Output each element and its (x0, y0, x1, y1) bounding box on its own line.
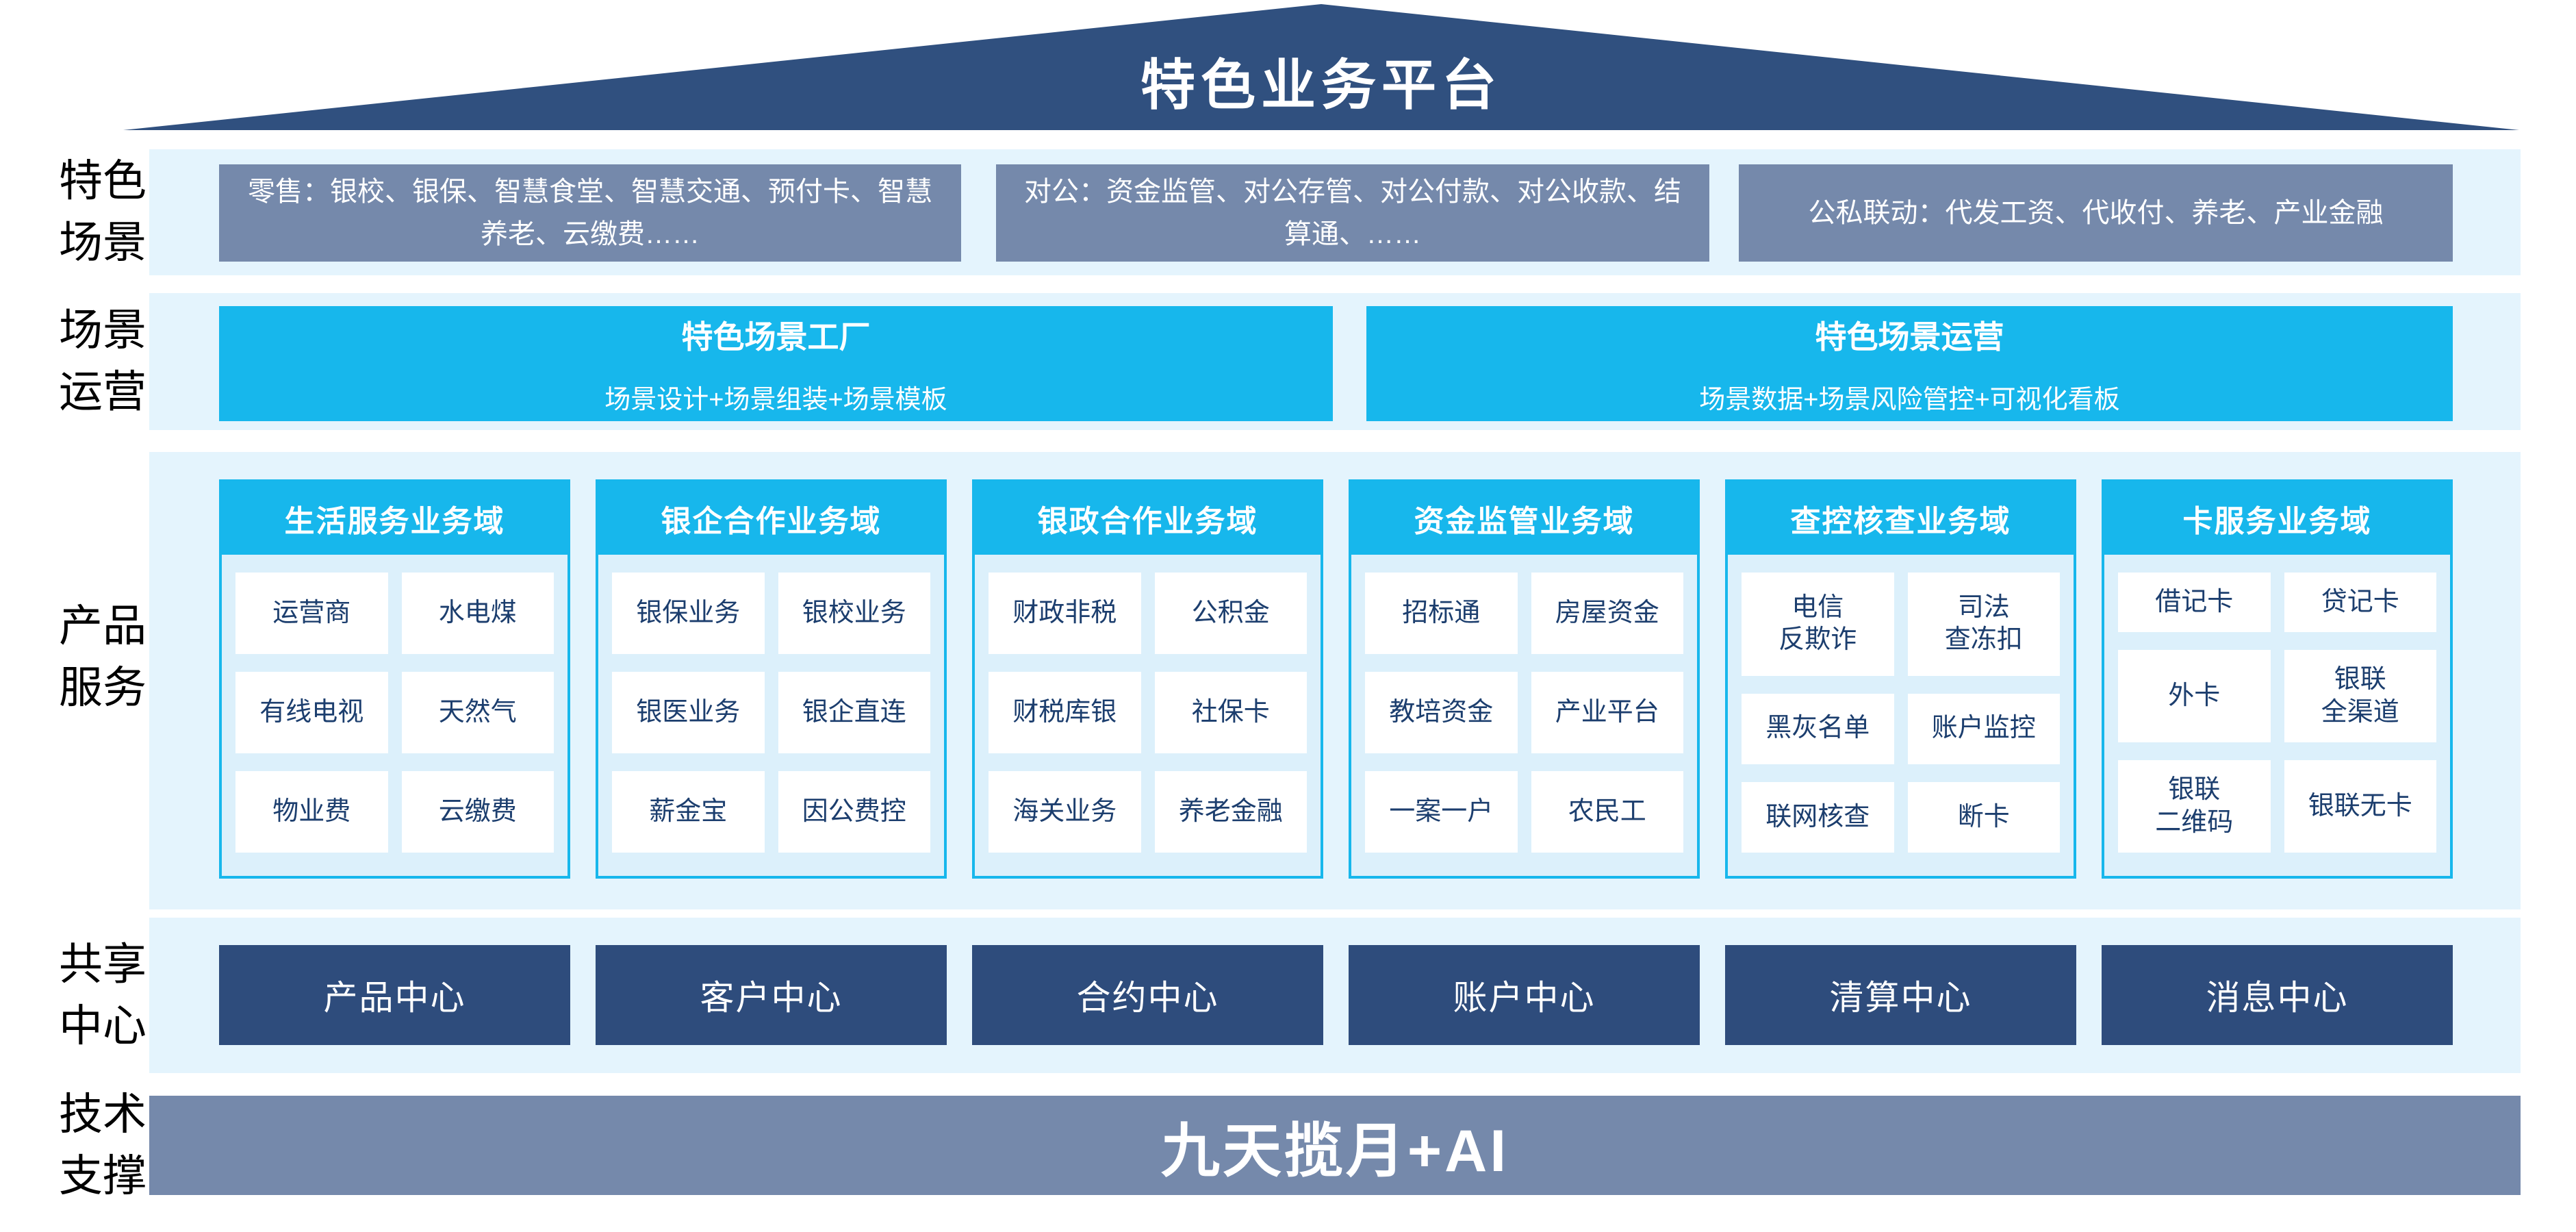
domain-bank-government: 银政合作业务域 财政非税 公积金 财税库银 社保卡 海关业务 养老金融 (972, 479, 1323, 879)
product-item: 账户监控 (1907, 693, 2060, 764)
center-customer: 客户中心 (596, 945, 947, 1045)
scene-box-retail: 零售：银校、银保、智慧食堂、智慧交通、预付卡、智慧养老、云缴费…… (219, 164, 961, 262)
row-label-tech: 技术 支撑 (59, 1089, 146, 1200)
scene-box-corporate: 对公：资金监管、对公存管、对公付款、对公收款、结算通、…… (996, 164, 1709, 262)
center-product: 产品中心 (219, 945, 570, 1045)
row-label-scene: 特色 场景 (59, 156, 146, 267)
domain-body: 借记卡 贷记卡 外卡 银联 全渠道 银联 二维码 银联无卡 (2104, 555, 2450, 876)
product-item: 银联 全渠道 (2284, 650, 2436, 743)
centers-band: 产品中心 客户中心 合约中心 账户中心 清算中心 消息中心 (149, 918, 2521, 1073)
product-item: 公积金 (1154, 573, 1307, 654)
product-item: 海关业务 (989, 771, 1141, 853)
domain-title: 卡服务业务域 (2104, 482, 2450, 555)
product-item: 一案一户 (1365, 771, 1518, 853)
scene-band: 零售：银校、银保、智慧食堂、智慧交通、预付卡、智慧养老、云缴费…… 对公：资金监… (149, 149, 2521, 275)
product-item: 黑灰名单 (1742, 693, 1894, 764)
product-item: 借记卡 (2118, 573, 2271, 633)
product-item: 银保业务 (612, 573, 765, 654)
domain-bank-enterprise: 银企合作业务域 银保业务 银校业务 银医业务 银企直连 薪金宝 因公费控 (596, 479, 947, 879)
domain-card-services: 卡服务业务域 借记卡 贷记卡 外卡 银联 全渠道 银联 二维码 银联无卡 (2102, 479, 2453, 879)
center-clearing: 清算中心 (1725, 945, 2076, 1045)
page-title: 特色业务平台 (1140, 55, 1502, 116)
product-item: 薪金宝 (612, 771, 765, 853)
product-item: 农民工 (1531, 771, 1683, 853)
product-item: 银医业务 (612, 672, 765, 753)
product-item: 水电煤 (401, 573, 554, 654)
domain-title: 银政合作业务域 (975, 482, 1321, 555)
product-item: 因公费控 (778, 771, 930, 853)
domain-title: 查控核查业务域 (1728, 482, 2074, 555)
op-box-scene-factory: 特色场景工厂 场景设计+场景组装+场景模板 (219, 306, 1333, 421)
product-item: 贷记卡 (2284, 573, 2436, 633)
product-item: 物业费 (235, 771, 388, 853)
op-box-scene-operation: 特色场景运营 场景数据+场景风险管控+可视化看板 (1366, 306, 2453, 421)
row-label-operation: 场景 运营 (59, 305, 146, 416)
op-box-subtitle: 场景设计+场景组装+场景模板 (604, 385, 947, 414)
product-item: 天然气 (401, 672, 554, 753)
product-item: 司法 查冻扣 (1907, 573, 2060, 676)
domain-fund-supervision: 资金监管业务域 招标通 房屋资金 教培资金 产业平台 一案一户 农民工 (1349, 479, 1700, 879)
product-item: 银企直连 (778, 672, 930, 753)
platform-roof: 特色业务平台 (123, 4, 2519, 130)
domain-body: 运营商 水电煤 有线电视 天然气 物业费 云缴费 (222, 555, 568, 876)
product-item: 财政非税 (989, 573, 1141, 654)
product-item: 有线电视 (235, 672, 388, 753)
product-item: 云缴费 (401, 771, 554, 853)
products-band: 生活服务业务域 运营商 水电煤 有线电视 天然气 物业费 云缴费 银企合作业务域… (149, 452, 2521, 909)
center-message: 消息中心 (2102, 945, 2453, 1045)
center-contract: 合约中心 (972, 945, 1323, 1045)
product-item: 养老金融 (1154, 771, 1307, 853)
op-box-subtitle: 场景数据+场景风险管控+可视化看板 (1699, 385, 2120, 414)
scene-box-public-private: 公私联动：代发工资、代收付、养老、产业金融 (1739, 164, 2453, 262)
domain-body: 财政非税 公积金 财税库银 社保卡 海关业务 养老金融 (975, 555, 1321, 876)
domain-title: 生活服务业务域 (222, 482, 568, 555)
tech-support-bar: 九天揽月+AI (149, 1096, 2521, 1195)
domain-title: 资金监管业务域 (1351, 482, 1697, 555)
domain-inspection-verification: 查控核查业务域 电信 反欺诈 司法 查冻扣 黑灰名单 账户监控 联网核查 断卡 (1725, 479, 2076, 879)
product-item: 房屋资金 (1531, 573, 1683, 654)
op-box-title: 特色场景工厂 (681, 318, 871, 355)
row-label-centers: 共享 中心 (59, 939, 146, 1051)
product-item: 断卡 (1907, 781, 2060, 853)
domain-body: 招标通 房屋资金 教培资金 产业平台 一案一户 农民工 (1351, 555, 1697, 876)
product-item: 电信 反欺诈 (1742, 573, 1894, 676)
domain-life-services: 生活服务业务域 运营商 水电煤 有线电视 天然气 物业费 云缴费 (219, 479, 570, 879)
product-item: 财税库银 (989, 672, 1141, 753)
domain-body: 银保业务 银校业务 银医业务 银企直连 薪金宝 因公费控 (598, 555, 944, 876)
product-item: 教培资金 (1365, 672, 1518, 753)
product-item: 外卡 (2118, 650, 2271, 743)
domain-body: 电信 反欺诈 司法 查冻扣 黑灰名单 账户监控 联网核查 断卡 (1728, 555, 2074, 876)
op-box-title: 特色场景运营 (1815, 318, 2004, 355)
product-item: 招标通 (1365, 573, 1518, 654)
product-item: 银联 二维码 (2118, 760, 2271, 853)
operation-band: 特色场景工厂 场景设计+场景组装+场景模板 特色场景运营 场景数据+场景风险管控… (149, 293, 2521, 430)
product-item: 银校业务 (778, 573, 930, 654)
row-label-products: 产品 服务 (59, 601, 146, 712)
product-item: 联网核查 (1742, 781, 1894, 853)
product-item: 银联无卡 (2284, 760, 2436, 853)
domain-title: 银企合作业务域 (598, 482, 944, 555)
product-item: 社保卡 (1154, 672, 1307, 753)
product-item: 运营商 (235, 573, 388, 654)
center-account: 账户中心 (1349, 945, 1700, 1045)
product-item: 产业平台 (1531, 672, 1683, 753)
